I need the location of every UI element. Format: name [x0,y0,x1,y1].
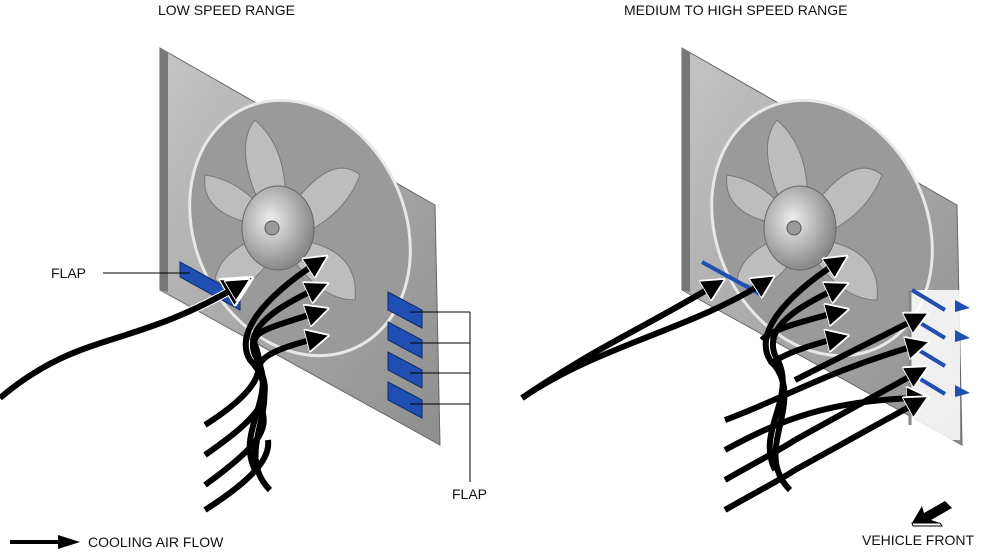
flap-label-left: FLAP [51,265,87,281]
legend-cooling-air-flow: COOLING AIR FLOW [88,534,224,550]
vehicle-front-arrow-icon [911,501,952,527]
flap-label-bottom: FLAP [452,486,488,502]
airflow-arrows-medium-high-speed [520,262,918,513]
legend-airflow-arrow-icon [10,535,80,549]
flap-leader-lines [103,272,471,482]
vehicle-front-label: VEHICLE FRONT [862,532,975,548]
panel-title-low-speed: LOW SPEED RANGE [158,2,295,18]
panel-title-medium-high-speed: MEDIUM TO HIGH SPEED RANGE [624,2,848,18]
fan-shroud-low-speed [159,47,441,446]
airflow-arrows-low-speed [0,262,318,513]
